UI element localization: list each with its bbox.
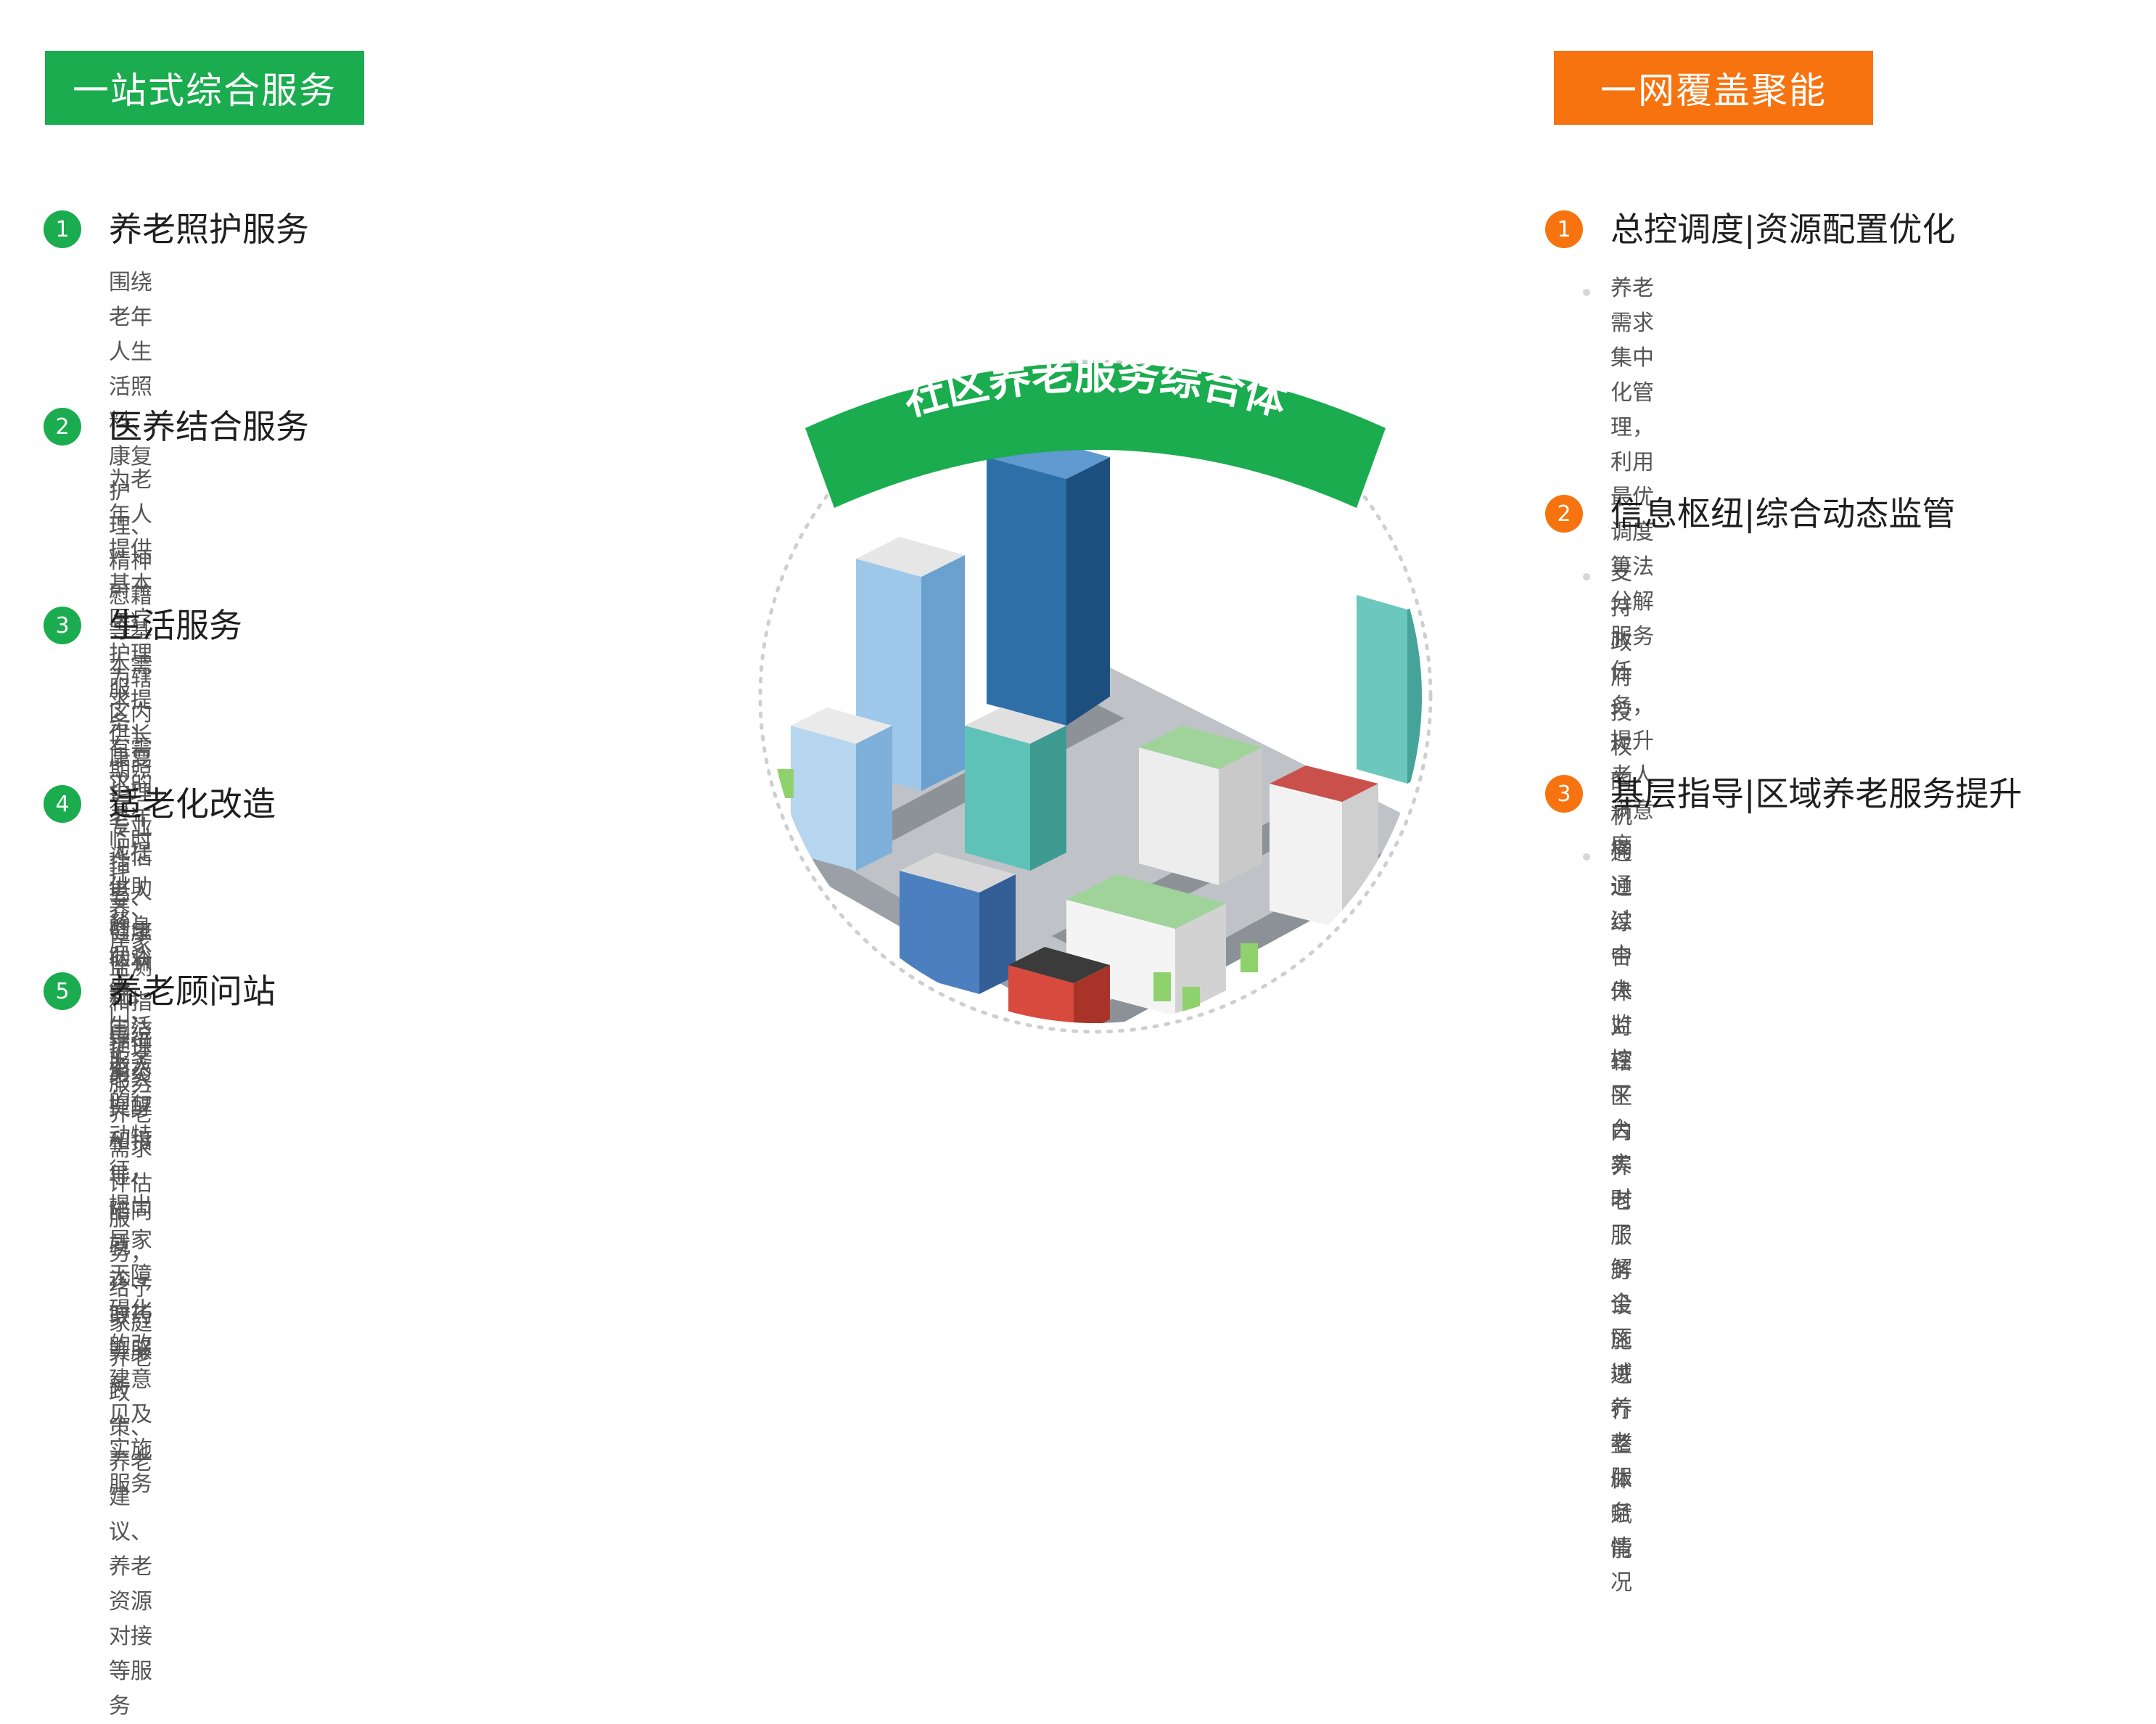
desc-line: 政策、养老建议、养老资源对接等服务 (109, 1380, 152, 1719)
item-number-badge: 1 (1545, 210, 1583, 248)
item-number-badge: 4 (44, 785, 81, 823)
desc-line: 围绕老年人生活照料、康复护理、精神慰藉 (109, 270, 152, 609)
desc-line: 生活服务 (109, 1014, 152, 1075)
item-title: 医养结合服务 (109, 407, 309, 446)
desc-line: 专业指导、健康监测和指导、用药提醒和指 (109, 816, 152, 1154)
item-title: 适老化改造 (109, 784, 276, 824)
building (1357, 595, 1407, 784)
item-number-badge: 2 (1545, 495, 1583, 533)
desc-line: 支持政府授权的机构通过中央监控平台实时 (1610, 560, 1632, 1212)
community-city-illustration: 社区养老服务综合体 (758, 349, 1433, 1034)
bullet-dot (1583, 853, 1590, 861)
item-number-badge: 1 (44, 210, 81, 248)
item-description: 通过综合体对辖区内养老服务设施进行整体赋能 (1610, 836, 1632, 1567)
item-title: 总控调度|资源配置优化 (1610, 210, 1956, 249)
building (965, 726, 1030, 871)
item-number-badge: 2 (44, 408, 81, 446)
section-tag-one-stop: 一站式综合服务 (45, 51, 364, 125)
item-title: 基层指导|区域养老服务提升 (1610, 774, 2023, 813)
center-banner (805, 363, 1386, 508)
tree (1240, 943, 1258, 972)
desc-line: 通过综合体对辖区内养老服务设施进行整体赋能 (1610, 840, 1632, 1562)
desc-line: 上门、护理服务 (109, 966, 152, 1096)
tree (1182, 987, 1200, 1016)
item-description: 提供老人养老需求评估服务，给予家庭养老 政策、养老建议、养老资源对接等服务 (109, 1027, 152, 1724)
item-title: 养老顾问站 (109, 972, 276, 1011)
tree (812, 929, 830, 958)
item-title: 生活服务 (109, 606, 242, 645)
item-number-badge: 5 (44, 972, 81, 1010)
tower (987, 457, 1066, 726)
desc-line: 等基本需求提供长期照看、临时托养、居家 (109, 618, 152, 957)
desc-line: 养老需求集中化管理，利用最优调度算法分解服务 (1610, 276, 1654, 649)
desc-line: 任务，提升老人满意度 (1610, 659, 1654, 858)
building (900, 871, 979, 994)
desc-line: 为老年人提供基本医疗护理服务、康复护理 (109, 467, 152, 806)
item-title: 信息枢纽|综合动态监管 (1610, 494, 1956, 533)
desc-line: 提供老人养老需求评估服务，给予家庭养老 (109, 1032, 152, 1371)
tree (1153, 972, 1171, 1001)
tree (776, 769, 794, 798)
bullet-dot (1583, 573, 1590, 580)
item-description: 为辖区内有需求的老年人提供助餐、助浴等 生活服务 (109, 662, 152, 1080)
bullet-dot (1583, 289, 1590, 296)
dotted-circle (758, 359, 1433, 1034)
item-title: 养老照护服务 (109, 210, 309, 249)
item-description: 围绕老年人生活照料、康复护理、精神慰藉 等基本需求提供长期照看、临时托养、居家 … (109, 266, 152, 1101)
item-number-badge: 3 (44, 607, 81, 644)
building (1270, 784, 1342, 929)
desc-line: 为辖区内有需求的老年人提供助餐、助浴等 (109, 666, 152, 1005)
item-description: 养老需求集中化管理，利用最优调度算法分解服务 任务，提升老人满意度 (1610, 271, 1654, 863)
item-number-badge: 3 (1545, 775, 1583, 813)
building (1139, 747, 1219, 885)
section-tag-network: 一网覆盖聚能 (1554, 51, 1873, 125)
building (791, 726, 856, 871)
